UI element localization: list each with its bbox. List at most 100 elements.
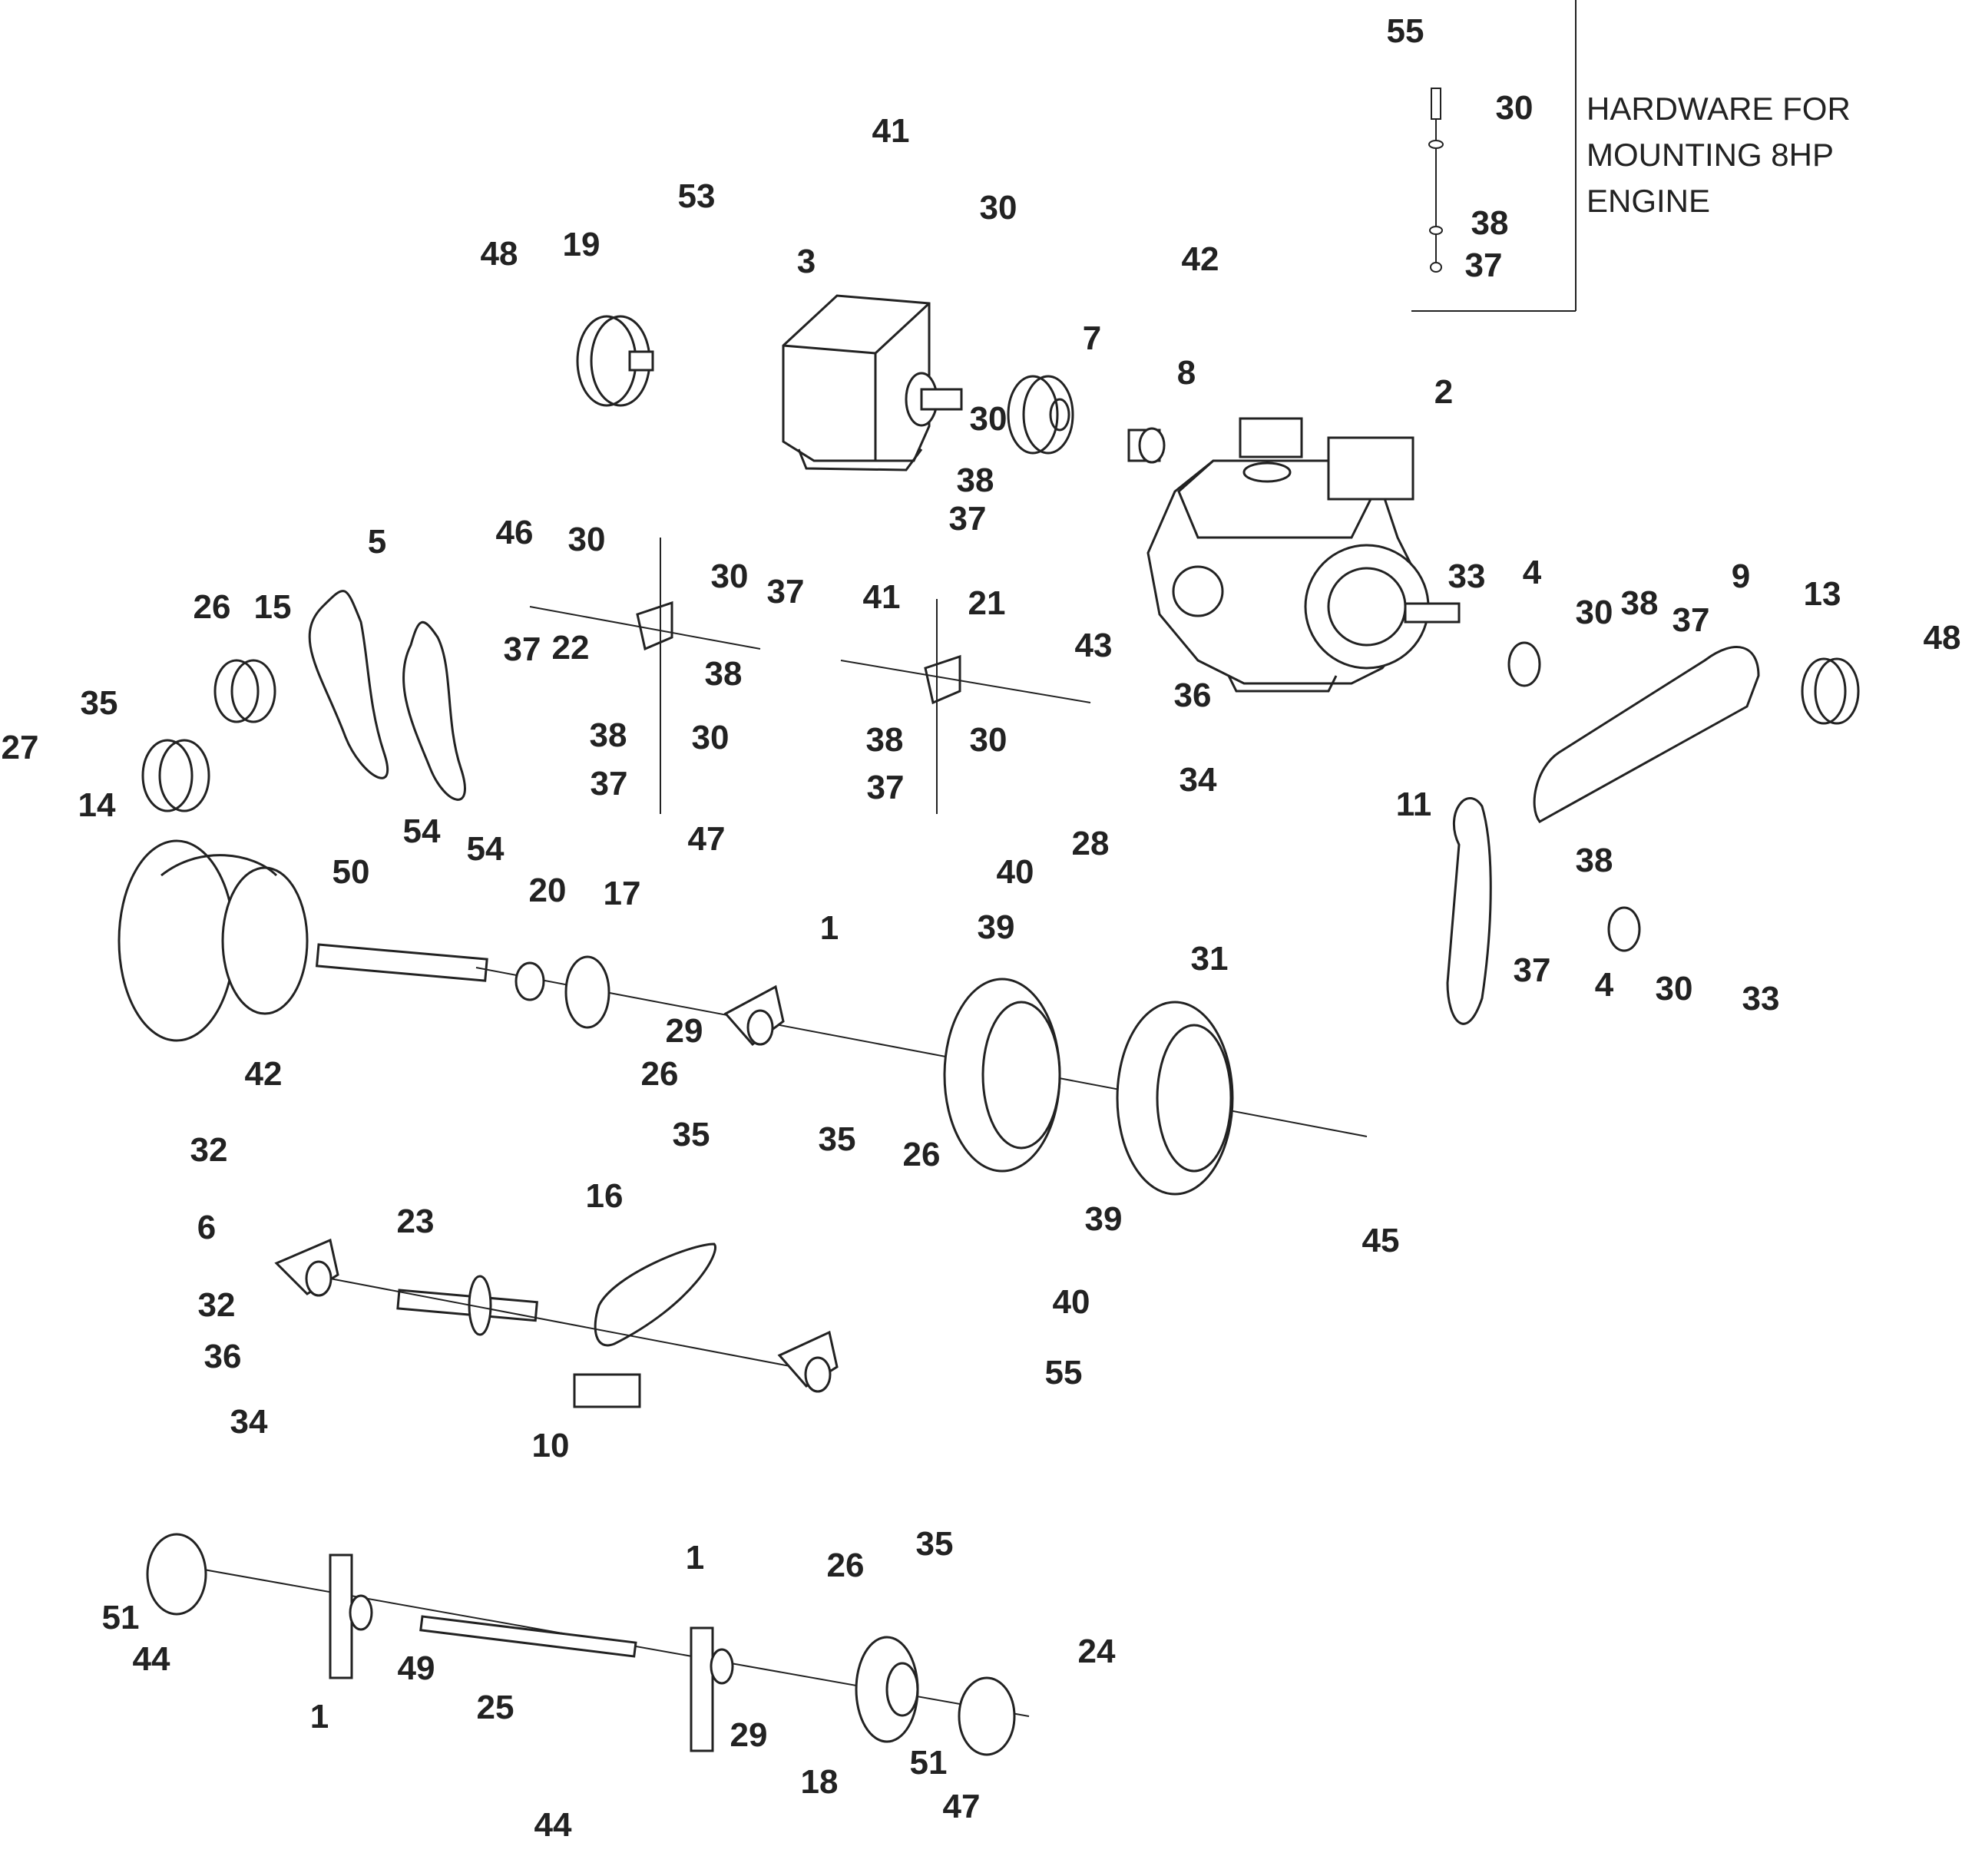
callout-label: 30 — [711, 558, 749, 595]
bracket-21 — [840, 599, 1091, 814]
bearing-1-upper — [723, 984, 785, 1047]
callout-label: 27 — [2, 729, 39, 766]
callout-label: 30 — [970, 721, 1007, 759]
callout-label: 38 — [705, 655, 743, 693]
callout-label: 17 — [604, 875, 641, 912]
callout-label: 50 — [333, 853, 370, 891]
callout-label: 6 — [197, 1209, 216, 1246]
callout-label: 1 — [686, 1539, 704, 1577]
callout-label: 26 — [903, 1136, 941, 1173]
bearing-1-right — [777, 1330, 839, 1393]
bushing-8 — [1127, 427, 1166, 464]
idler-4-upper — [1507, 641, 1541, 687]
callout-label: 35 — [81, 684, 118, 722]
callout-label: 9 — [1732, 558, 1750, 595]
callout-label: 30 — [1656, 970, 1693, 1007]
callout-label: 55 — [1387, 12, 1424, 50]
callout-label: 30 — [692, 719, 730, 756]
callout-label: 20 — [529, 872, 567, 909]
callout-label: 30 — [970, 400, 1007, 438]
engine-part — [1146, 417, 1461, 693]
bearing-6 — [274, 1238, 339, 1297]
callout-label: 19 — [563, 226, 601, 263]
callout-label: 25 — [477, 1689, 514, 1726]
callout-label: 41 — [872, 112, 910, 150]
wheel-31 — [1116, 1001, 1234, 1196]
callout-label: 31 — [1191, 940, 1229, 978]
callout-label: 7 — [1083, 319, 1101, 357]
callout-label: 54 — [403, 812, 441, 850]
callout-label: 35 — [673, 1116, 710, 1153]
callout-label: 48 — [1924, 619, 1961, 657]
spacer-20 — [514, 961, 545, 1001]
callout-label: 28 — [1072, 825, 1110, 862]
pulley-13 — [1801, 657, 1860, 725]
callout-label: 47 — [688, 820, 726, 858]
callout-label: 38 — [1621, 584, 1659, 622]
callout-label: 5 — [368, 523, 386, 561]
callout-label: 26 — [641, 1055, 679, 1093]
callout-label: 53 — [678, 177, 716, 215]
callout-label: 38 — [866, 721, 904, 759]
callout-label: 30 — [1576, 594, 1613, 631]
callout-label: 42 — [245, 1055, 283, 1093]
callout-label: 51 — [102, 1599, 140, 1636]
callout-label: 35 — [916, 1525, 954, 1563]
gearbox-part — [782, 294, 963, 471]
callout-label: 14 — [78, 786, 116, 824]
callout-label: 37 — [1465, 246, 1503, 284]
rear-wheel-left — [117, 839, 309, 1042]
callout-label: 21 — [968, 584, 1006, 622]
note-line-3: ENGINE — [1586, 183, 1710, 219]
callout-label: 32 — [190, 1131, 228, 1169]
pulley-14 — [141, 739, 210, 812]
callout-label: 4 — [1595, 966, 1614, 1004]
idler-4-lower — [1607, 906, 1641, 952]
callout-label: 1 — [820, 909, 839, 947]
lower-axle-assembly — [146, 1533, 1030, 1756]
shaft-23 — [329, 1275, 815, 1371]
callout-label: 26 — [827, 1547, 865, 1584]
callout-label: 32 — [198, 1286, 236, 1324]
callout-label: 1 — [310, 1698, 329, 1735]
callout-label: 30 — [980, 189, 1017, 227]
callout-label: 23 — [397, 1203, 435, 1240]
callout-label: 38 — [957, 462, 994, 499]
callout-label: 16 — [586, 1177, 624, 1215]
callout-label: 37 — [504, 630, 541, 668]
callout-label: 24 — [1078, 1633, 1116, 1670]
callout-label: 44 — [133, 1640, 170, 1678]
engine-hardware-note: HARDWARE FOR MOUNTING 8HP ENGINE — [1411, 0, 1851, 312]
callout-label: 37 — [867, 769, 905, 806]
callout-label: 37 — [1514, 951, 1551, 989]
callout-label: 40 — [997, 853, 1034, 891]
callout-label: 38 — [1576, 842, 1613, 879]
callout-label: 55 — [1045, 1354, 1083, 1391]
callout-label: 36 — [204, 1338, 242, 1375]
callout-label: 29 — [666, 1012, 703, 1050]
callout-label: 36 — [1174, 677, 1212, 714]
callout-label: 11 — [1396, 786, 1432, 823]
callout-label: 22 — [552, 629, 590, 667]
callout-label: 47 — [943, 1788, 981, 1825]
callout-label: 44 — [534, 1806, 572, 1844]
callout-label: 18 — [801, 1763, 839, 1801]
callout-label: 51 — [910, 1744, 948, 1782]
callout-label: 43 — [1075, 627, 1113, 664]
callout-label: 54 — [467, 830, 505, 868]
callout-label: 34 — [1180, 761, 1217, 799]
note-line-2: MOUNTING 8HP — [1586, 137, 1834, 173]
callout-label: 30 — [568, 521, 606, 558]
callout-label: 46 — [496, 514, 534, 551]
callout-label: 40 — [1053, 1283, 1090, 1321]
link-kit-10 — [573, 1373, 641, 1408]
idler-15 — [213, 659, 276, 723]
wheel-center — [943, 978, 1061, 1173]
belt-11 — [1446, 797, 1492, 1025]
callout-label: 15 — [254, 588, 292, 626]
callout-label: 13 — [1804, 575, 1841, 613]
callout-label: 37 — [591, 765, 628, 802]
callout-label: 8 — [1177, 354, 1196, 392]
